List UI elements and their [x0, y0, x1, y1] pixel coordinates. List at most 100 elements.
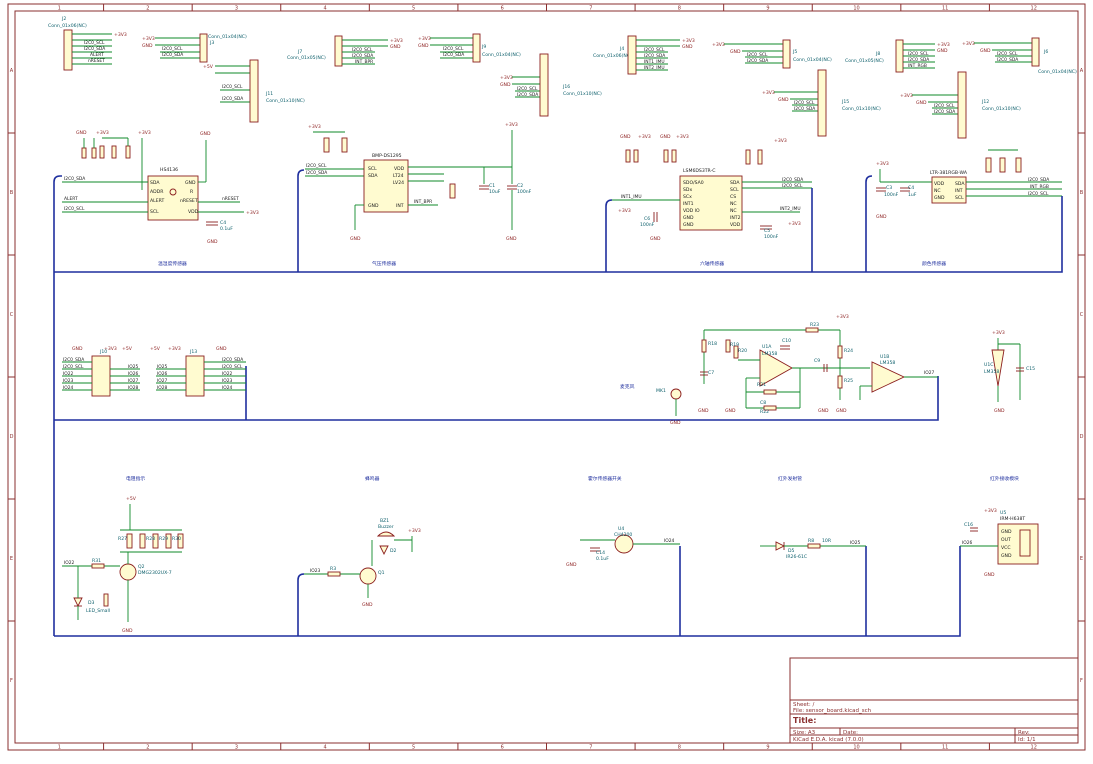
baro-c1-value: 10uF: [489, 189, 501, 195]
j2-net-nreset: nRESET: [88, 58, 105, 64]
bus-imu: [605, 199, 613, 272]
imu-gnd-bottom: GND: [650, 236, 661, 242]
irrx-gnd: GND: [984, 572, 995, 578]
grid-row-left: C: [10, 312, 14, 318]
j5-body: [782, 39, 791, 69]
irtx-d-ref: D5: [788, 548, 795, 554]
j10-body: [91, 355, 111, 397]
irrx-body: [997, 523, 1039, 565]
header-left-net: IO22: [63, 371, 74, 377]
buzzer-value: Buzzer: [378, 524, 394, 530]
mic-r21: R21: [757, 382, 766, 388]
j11-ref: J11: [265, 91, 273, 97]
j5-value: Conn_01x04(NC): [793, 57, 832, 63]
j10-ref: J10: [99, 349, 107, 355]
imu-left-pin: VDD IO: [683, 208, 700, 214]
header-midleft-net: IO26: [128, 371, 139, 377]
temp-pin-vdd: VDD: [188, 209, 199, 215]
temp-pin-addr: ADDR: [150, 189, 164, 195]
j2-body: [63, 29, 73, 71]
baro-pin-scl: SCL: [368, 166, 377, 172]
grid-row-left: D: [10, 434, 14, 440]
header-midright-net: IO26: [157, 371, 168, 377]
temp-pin-nreset: nRESET: [180, 198, 198, 204]
ir-tx-section: 红外发射管 D5 IR26-61C R8 10R IO25: [760, 475, 866, 560]
imu-power-top: +3V3: [638, 134, 651, 140]
header-gnd-1: GND: [216, 346, 227, 352]
grid-row-left: F: [10, 678, 13, 684]
grid-row-right: B: [1080, 190, 1084, 196]
bus-buzzer: [297, 573, 305, 636]
bus-left-upper: [53, 175, 62, 272]
hall-value: CH4200: [614, 532, 632, 538]
temp-power-top2: +3V3: [138, 130, 151, 136]
led-r30: R30: [172, 536, 181, 542]
imu-power-right: +3V3: [788, 221, 801, 227]
grid-col-top: 8: [678, 6, 681, 12]
j6-power: +3V3: [962, 41, 975, 47]
j3-ref: J3: [209, 40, 214, 46]
j9-power: +3V3: [418, 36, 431, 42]
j3-net-sda: I2C0_SDA: [162, 52, 183, 58]
imu-left-pin: SCx: [683, 194, 692, 200]
grid-col-top: 1: [58, 6, 61, 12]
j15-net-sda: I2C0_SDA: [794, 106, 815, 112]
baro-net-scl: I2C0_SCL: [306, 163, 327, 169]
mic-net-out: IO27: [924, 370, 935, 376]
temp-chip-body: [147, 175, 199, 221]
header-midright-net: IO28: [157, 385, 168, 391]
transistor-q1: [359, 567, 377, 585]
rgb-pin-nc: NC: [934, 188, 941, 194]
mic-gnd-2: GND: [698, 408, 709, 414]
temp-cap-ref: C4: [220, 220, 226, 226]
connector-j2: J2 Conn_01x06(NC) +3V3 I2C0_SCL I2C0_SDA…: [48, 16, 127, 71]
connector-j3: +3V3 GND I2C0_SCL I2C0_SDA J3 Conn_01x04…: [142, 33, 247, 63]
connector-j6: +3V3 GND I2C0_SCL I2C0_SDA J6 Conn_01x04…: [962, 37, 1077, 75]
temp-power-right: +3V3: [246, 210, 259, 216]
j4-net-scl: I2C0_SCL: [644, 47, 665, 53]
j12-net-sda: I2C0_SDA: [934, 109, 955, 115]
rgb-chip-name: LTR-381RGB-WA: [930, 170, 968, 176]
j12-gnd: GND: [916, 100, 927, 106]
header-left-net: IO24: [63, 385, 74, 391]
grid-row-left: A: [10, 68, 14, 74]
lm358-power: +3V3: [992, 330, 1005, 336]
baro-pin-lv24: LV24: [393, 180, 404, 186]
header-left-net: IO23: [63, 378, 74, 384]
baro-chip-name: BMP-DS1295: [372, 153, 402, 159]
grid-col-top: 10: [853, 6, 859, 12]
imu-right-pin: CS: [730, 194, 736, 200]
buzzer-r-ref: R3: [330, 566, 336, 572]
j4-value: Conn_01x06(NC): [593, 53, 632, 59]
imu-gnd-top: GND: [620, 134, 631, 140]
lm358-cap: C15: [1026, 366, 1035, 372]
j4-power: +3V3: [682, 38, 695, 44]
j2-value: Conn_01x06(NC): [48, 23, 87, 29]
grid-col-bottom: 10: [853, 745, 859, 751]
imu-right-pin: NC: [730, 201, 737, 207]
lm358-body: [991, 349, 1005, 387]
connector-j12: +3V3 GND I2C0_SCL I2C0_SDA J12 Conn_01x1…: [900, 71, 1021, 139]
bus-rgb: [865, 175, 873, 272]
temp-cap-value: 0.1uF: [220, 226, 233, 232]
mic-gnd-5: GND: [836, 408, 847, 414]
j6-gnd: GND: [980, 48, 991, 54]
grid-col-bottom: 5: [412, 745, 415, 751]
j9-gnd: GND: [418, 43, 429, 49]
j12-value: Conn_01x10(NC): [982, 106, 1021, 112]
j6-value: Conn_01x04(NC): [1038, 69, 1077, 75]
j7-net-sda: I2C0_SDA: [352, 53, 373, 59]
connector-j11: +5V I2C0_SCL I2C0_SDA J11 Conn_01x10(NC): [203, 59, 305, 123]
baro-pin-gnd: GND: [368, 203, 379, 209]
led-gnd: GND: [122, 628, 133, 634]
baro-gnd-right: GND: [506, 236, 517, 242]
baro-sensor-section: +3V3 I2C0_SCL I2C0_SDA BMP-DS1295 SCL SD…: [305, 122, 532, 267]
buzzer-ref: BZ1: [380, 518, 389, 524]
j16-body: [539, 53, 549, 117]
buzzer-section: 蜂鸣器 BZ1 Buzzer +3V3 D2 Q1 GND IO23 R3: [304, 475, 421, 608]
j13-ref: J13: [189, 349, 197, 355]
mic-u1b-ref: U1B: [880, 354, 889, 360]
grid-col-bottom: 2: [146, 745, 149, 751]
rgb-c4-value: 1uF: [908, 192, 917, 198]
led-power: +5V: [126, 496, 137, 502]
